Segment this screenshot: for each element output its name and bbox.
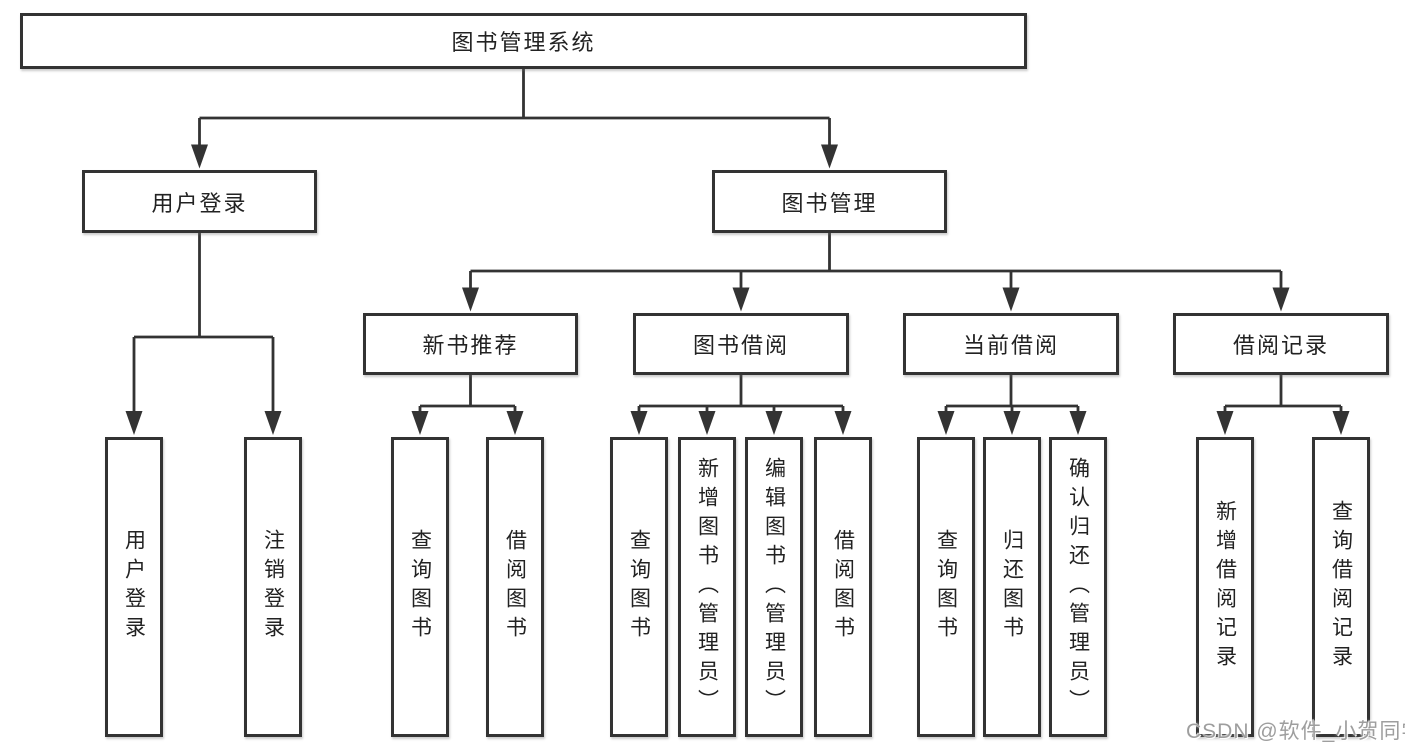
node-label: 确认归还（管理员）	[1066, 456, 1090, 718]
node-book-borrowing: 图书借阅	[633, 313, 849, 375]
leaf-confirm-return-admin: 确认归还（管理员）	[1049, 437, 1107, 737]
node-label: 归还图书	[1000, 529, 1024, 645]
leaf-user-login: 用户登录	[105, 437, 163, 737]
leaf-add-borrow-record: 新增借阅记录	[1196, 437, 1254, 737]
leaf-query-books-borrowing: 查询图书	[610, 437, 668, 737]
node-borrowing-records: 借阅记录	[1173, 313, 1389, 375]
node-label: 用户登录	[122, 529, 146, 645]
leaf-query-books-current: 查询图书	[917, 437, 975, 737]
node-label: 用户登录	[151, 190, 248, 216]
leaf-add-book-admin: 新增图书（管理员）	[678, 437, 736, 737]
csdn-watermark: CSDN @软件_小贺同学	[1186, 720, 1405, 743]
node-current-borrowing: 当前借阅	[903, 313, 1119, 375]
node-user-login: 用户登录	[82, 170, 317, 233]
node-label: 当前借阅	[962, 333, 1059, 358]
node-new-book-recommend: 新书推荐	[363, 313, 578, 375]
node-label: 图书借阅	[692, 333, 789, 358]
node-label: 查询图书	[934, 529, 958, 645]
leaf-borrow-books-recommend: 借阅图书	[486, 437, 544, 737]
node-label: 查询借阅记录	[1329, 500, 1353, 674]
leaf-logout: 注销登录	[244, 437, 302, 737]
leaf-query-books-recommend: 查询图书	[391, 437, 449, 737]
node-label: 查询图书	[408, 529, 432, 645]
leaf-query-borrow-record: 查询借阅记录	[1312, 437, 1370, 737]
leaf-edit-book-admin: 编辑图书（管理员）	[745, 437, 803, 737]
node-label: 借阅记录	[1232, 333, 1329, 358]
node-library-system: 图书管理系统	[20, 13, 1027, 69]
node-label: 借阅图书	[831, 529, 855, 645]
node-label: 借阅图书	[503, 529, 527, 645]
node-label: 图书管理	[781, 190, 878, 216]
node-label: 编辑图书（管理员）	[762, 456, 786, 718]
node-label: 新增图书（管理员）	[695, 456, 719, 718]
leaf-return-book: 归还图书	[983, 437, 1041, 737]
node-label: 新书推荐	[422, 333, 519, 358]
leaf-borrow-books-borrowing: 借阅图书	[814, 437, 872, 737]
node-label: 注销登录	[261, 529, 285, 645]
node-book-management: 图书管理	[712, 170, 947, 233]
node-label: 图书管理系统	[451, 30, 596, 55]
node-label: 新增借阅记录	[1213, 500, 1237, 674]
node-label: 查询图书	[627, 529, 651, 645]
